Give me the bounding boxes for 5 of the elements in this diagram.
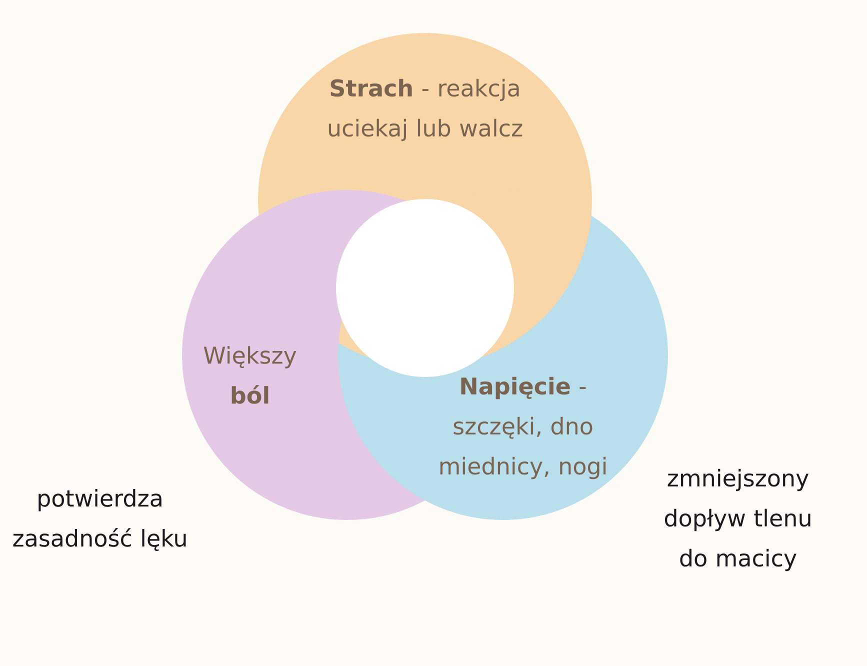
side-note: zmniejszony dopływ tlenu do macicy [664,468,810,572]
circle-label: Strach - reakcja uciekaj lub walcz [328,78,522,142]
side-note: potwierdza zasadność lęku [13,489,186,551]
circle-label: Napięcie - szczęki, dno miednicy, nogi [440,376,606,480]
circle-label: Większy ból [204,346,296,404]
